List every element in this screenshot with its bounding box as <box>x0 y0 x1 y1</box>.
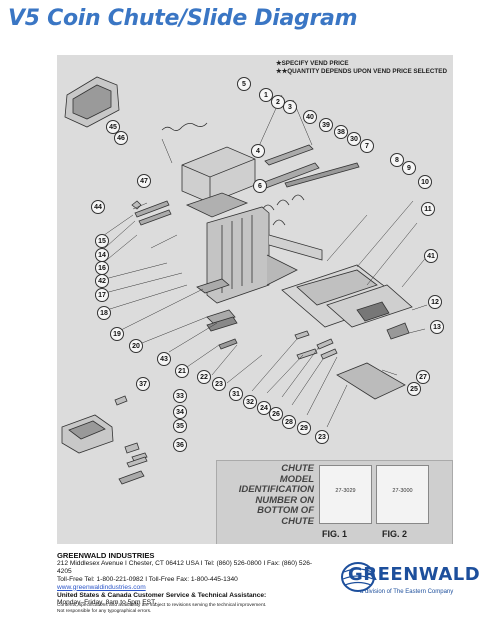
callout-34: 34 <box>173 405 187 419</box>
callout-37: 37 <box>136 377 150 391</box>
fig-2-label: FIG. 2 <box>382 529 408 539</box>
greenwald-logo: GREENWALD a division of The Eastern Comp… <box>314 560 480 608</box>
callout-20: 20 <box>129 339 143 353</box>
callout-18: 18 <box>97 306 111 320</box>
fine-print-errors: Not responsible for any typographical er… <box>57 609 152 614</box>
callout-36: 36 <box>173 438 187 452</box>
callout-10: 10 <box>418 175 432 189</box>
note-specify-vend-price: ★SPECIFY VEND PRICE <box>275 60 349 67</box>
callout-32: 32 <box>243 395 257 409</box>
callout-29: 29 <box>297 421 311 435</box>
callout-41: 41 <box>424 249 438 263</box>
fig-2-chute-bottom: 27-3000 <box>376 465 429 524</box>
callout-19: 19 <box>110 327 124 341</box>
callout-3: 3 <box>283 100 297 114</box>
callout-39: 39 <box>319 118 333 132</box>
callout-27: 27 <box>416 370 430 384</box>
callout-16: 16 <box>95 261 109 275</box>
contact-footer: GREENWALD INDUSTRIES 212 Middlesex Avenu… <box>57 552 322 607</box>
callout-42: 42 <box>95 274 109 288</box>
toll-free-numbers: Toll-Free Tel: 1-800-221-0982 I Toll-Fre… <box>57 575 238 583</box>
callout-21: 21 <box>175 364 189 378</box>
service-hours: Monday–Friday, 8am to 5pm EST. <box>57 599 157 607</box>
callout-45: 45 <box>106 120 120 134</box>
callout-25: 25 <box>407 382 421 396</box>
diagram-notes: ★SPECIFY VEND PRICE ★★QUANTITY DEPENDS U… <box>276 60 447 75</box>
fig-1-label: FIG. 1 <box>322 529 348 539</box>
fig-1-chute-bottom: 27-3029 <box>319 465 372 524</box>
callout-4: 4 <box>251 144 265 158</box>
callout-44: 44 <box>91 200 105 214</box>
logo-globe-icon <box>341 562 375 592</box>
callout-11: 11 <box>421 202 435 216</box>
logo-tagline: a division of The Eastern Company <box>360 589 454 595</box>
callout-31: 31 <box>229 387 243 401</box>
logo-wordmark: GREENWALD <box>348 564 481 585</box>
exploded-parts-diagram: ★SPECIFY VEND PRICE ★★QUANTITY DEPENDS U… <box>57 55 453 544</box>
fine-print-revisions: Contents, specifications and availabilit… <box>57 603 267 608</box>
callout-47: 47 <box>137 174 151 188</box>
callout-30: 30 <box>347 132 361 146</box>
callout-8: 8 <box>390 153 404 167</box>
note-quantity-depends: ★★QUANTITY DEPENDS UPON VEND PRICE SELEC… <box>275 67 447 75</box>
website-link[interactable]: www.greenwaldindustries.com <box>57 583 146 591</box>
callout-43: 43 <box>157 352 171 366</box>
callout-6: 6 <box>253 179 267 193</box>
callout-35: 35 <box>173 419 187 433</box>
customer-service-line: United States & Canada Customer Service … <box>57 591 267 599</box>
callout-12: 12 <box>428 295 442 309</box>
chute-identification-panel: CHUTE MODEL IDENTIFICATION NUMBER ON BOT… <box>216 460 453 544</box>
fig-1-model-number: 27-3029 <box>335 488 356 494</box>
callout-17: 17 <box>95 288 109 302</box>
chute-id-text: CHUTE MODEL IDENTIFICATION NUMBER ON BOT… <box>238 463 314 527</box>
company-address: 212 Middlesex Avenue I Chester, CT 06412… <box>57 559 313 575</box>
parts-illustration <box>61 76 429 485</box>
callout-13: 13 <box>430 320 444 334</box>
callout-26: 26 <box>269 407 283 421</box>
callout-5: 5 <box>237 77 251 91</box>
page-title: V5 Coin Chute/Slide Diagram <box>8 6 358 31</box>
fine-print: Contents, specifications and availabilit… <box>57 603 287 615</box>
callout-46: 46 <box>114 131 128 145</box>
callout-15: 15 <box>95 234 109 248</box>
fig-2-model-number: 27-3000 <box>392 488 413 494</box>
callout-23: 23 <box>212 377 226 391</box>
callout-1: 1 <box>259 88 273 102</box>
callout-7: 7 <box>360 139 374 153</box>
company-name: GREENWALD INDUSTRIES <box>57 551 155 560</box>
callout-38: 38 <box>334 125 348 139</box>
callout-40: 40 <box>303 110 317 124</box>
callout-14: 14 <box>95 248 109 262</box>
callout-33: 33 <box>173 389 187 403</box>
callout-22: 22 <box>197 370 211 384</box>
callout-23b: 23 <box>315 430 329 444</box>
callout-28: 28 <box>282 415 296 429</box>
callout-9: 9 <box>402 161 416 175</box>
